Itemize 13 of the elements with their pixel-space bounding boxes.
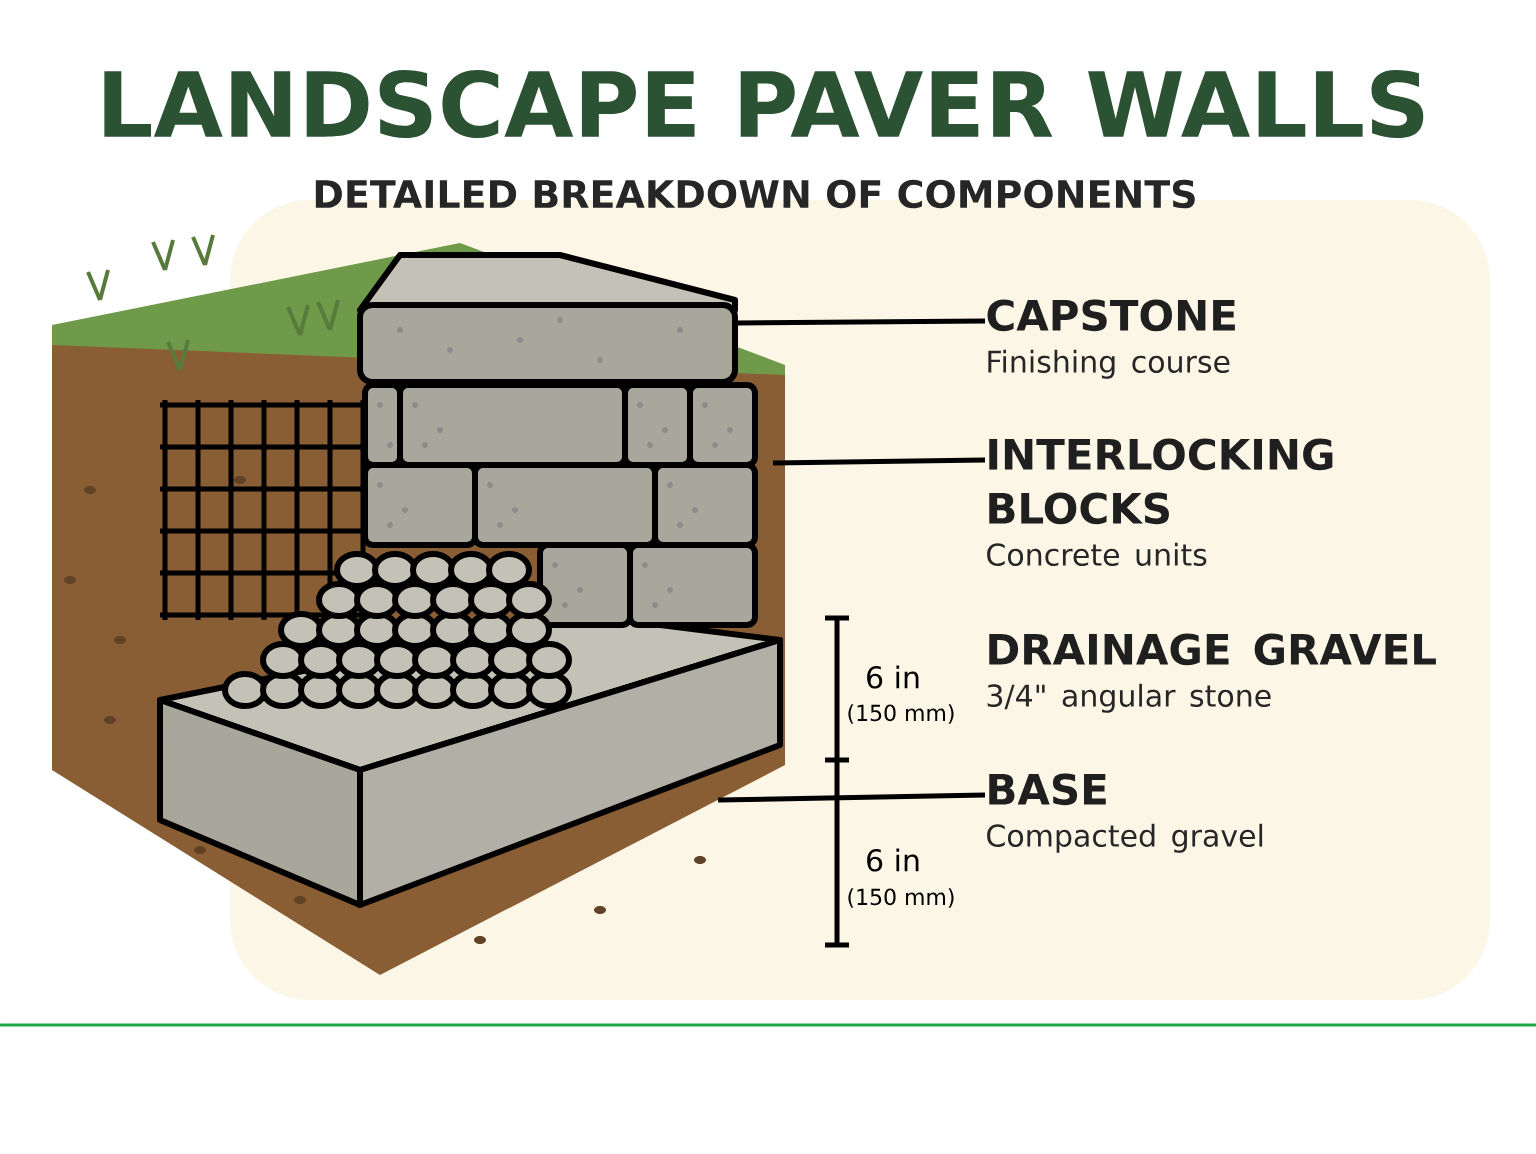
leader-line xyxy=(737,318,986,326)
dimension-label: 6 in xyxy=(863,846,923,874)
dimension-label: (150 mm) xyxy=(844,702,958,726)
callout-label: INTERLOCKING BLOCKS Concrete units xyxy=(987,438,1333,566)
dimension-label: (150 mm) xyxy=(844,886,958,910)
leader-line xyxy=(717,792,986,803)
subtitle: DETAILED BREAKDOWN OF COMPONENTS xyxy=(315,179,1195,209)
callout-label: BASE Compacted gravel xyxy=(987,773,1263,853)
title: LANDSCAPE PAVER WALLS xyxy=(104,69,1424,139)
callout-label: DRAINAGE GRAVEL 3/4" angular stone xyxy=(987,633,1436,713)
leader-line xyxy=(772,457,986,466)
dimension-label: 6 in xyxy=(863,663,923,691)
callout-label: CAPSTONE Finishing course xyxy=(987,299,1235,379)
